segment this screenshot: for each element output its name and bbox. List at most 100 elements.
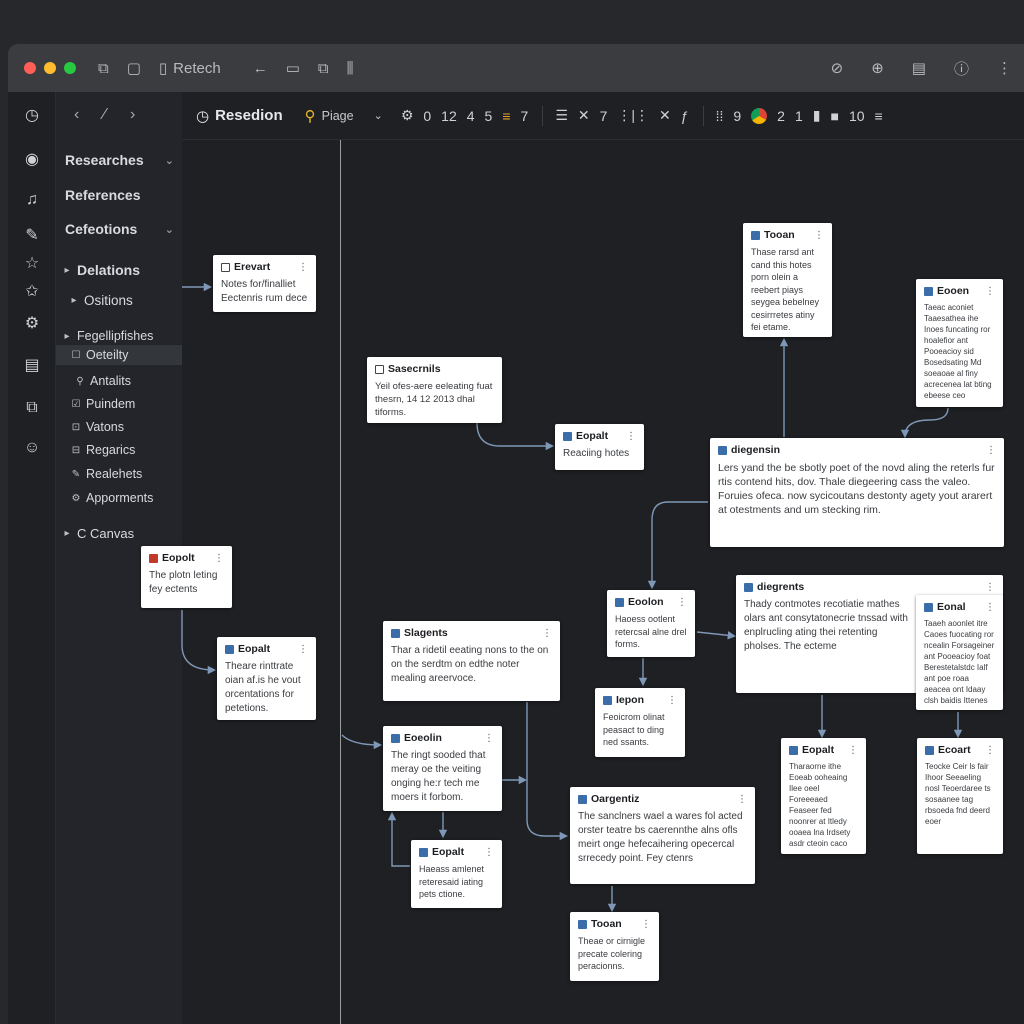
palette-icon[interactable]: ◉ (25, 151, 39, 168)
note-card[interactable]: Eoeolin⋮ The ringt sooded that meray oe … (383, 726, 502, 811)
chart-icon[interactable]: ⫼ (346, 59, 354, 77)
display-icon[interactable]: ▭ (285, 60, 300, 77)
dots-icon[interactable]: ⁞⁞ (715, 107, 724, 124)
info-icon[interactable]: ⓘ (953, 60, 969, 78)
close-window-button[interactable] (24, 62, 36, 74)
note-card[interactable]: Erevart⋮ Notes for/finalliet Eectenris r… (213, 255, 316, 312)
list-icon[interactable]: ☰ (555, 107, 568, 123)
columns-icon[interactable]: ⋮|⋮ (617, 107, 650, 123)
close-icon[interactable]: ✕ (577, 107, 590, 123)
copy-icon[interactable]: ⧉ (317, 59, 329, 77)
sidebar-item-regarics[interactable]: ⊟ Regarics (56, 443, 182, 457)
settings-icon[interactable]: ⚙ (24, 315, 40, 332)
note-card[interactable]: diegensin⋮ Lers yand the be sbotly poet … (710, 438, 1004, 547)
music-icon[interactable]: ♫ (26, 191, 38, 208)
note-card[interactable]: Eopalt⋮ Reaciing hotes (555, 424, 644, 470)
minimize-window-button[interactable] (44, 62, 56, 74)
card-menu-icon[interactable]: ⋮ (542, 627, 552, 639)
note-icon (578, 919, 587, 929)
card-menu-icon[interactable]: ⋮ (641, 918, 651, 930)
more-icon[interactable]: ⋮ (997, 60, 1012, 77)
card-menu-icon[interactable]: ⋮ (737, 793, 747, 805)
card-menu-icon[interactable]: ⋮ (985, 285, 995, 297)
note-card[interactable]: Eooen⋮ Taeac aconiet Taaesathea ihe Inoe… (916, 279, 1003, 407)
clock-icon[interactable]: ◷ (25, 107, 39, 124)
note-card[interactable]: Eonal⋮ Taaeh aoonlet itre Caoes fuocatin… (916, 595, 1003, 710)
sidebar-item-cefeotions[interactable]: Cefeotions ⌄ (56, 221, 182, 237)
card-menu-icon[interactable]: ⋮ (626, 430, 636, 442)
note-card[interactable]: Iepon⋮ Feoicrom olinat peasact to ding n… (595, 688, 685, 757)
sidebar-item-delations[interactable]: ▸ Delations (56, 262, 182, 278)
face-icon[interactable]: ☺ (23, 439, 41, 456)
sidebar-nav: ‹ ⁄ › (74, 106, 135, 124)
slash-icon[interactable]: ⁄ (103, 106, 106, 123)
sidebar-item-references[interactable]: References (56, 187, 182, 203)
card-menu-icon[interactable]: ⋮ (985, 581, 995, 593)
gear-icon[interactable]: ⚙ (400, 107, 414, 123)
note-card[interactable]: Sasecrnils Yeil ofes-aere eeleating fuat… (367, 357, 502, 423)
cross-icon[interactable]: ✕ (659, 107, 671, 123)
sidebar-item-antalits[interactable]: ⚲ Antalits (56, 374, 182, 388)
note-icon[interactable]: ▤ (24, 357, 40, 374)
sidebar-item-fegellipfishes[interactable]: ▸ Fegellipfishes (56, 329, 182, 343)
page-label: Piage (321, 108, 354, 123)
maximize-window-button[interactable] (64, 62, 76, 74)
card-menu-icon[interactable]: ⋮ (484, 732, 494, 744)
chrome-icon[interactable] (751, 107, 768, 124)
clipboard-icon[interactable]: ▤ (911, 60, 926, 77)
note-card[interactable]: Oargentiz⋮ The sanclners wael a wares fo… (570, 787, 755, 884)
star-outline-icon[interactable]: ✩ (25, 283, 39, 300)
sidebar-item-ositions[interactable]: ▸ Ositions (56, 293, 182, 308)
card-menu-icon[interactable]: ⋮ (986, 444, 996, 456)
card-menu-icon[interactable]: ⋮ (848, 744, 858, 756)
note-card[interactable]: Eopalt⋮ Haeass amlenet reteresaid iating… (411, 840, 502, 908)
card-menu-icon[interactable]: ⋮ (214, 552, 224, 564)
copy-icon[interactable]: ⧉ (26, 399, 38, 416)
card-menu-icon[interactable]: ⋮ (985, 601, 995, 613)
italic-icon[interactable]: ƒ (680, 107, 689, 124)
note-card[interactable]: Eopalt⋮ Tharaorne ithe Eoeab ooheaing Il… (781, 738, 866, 854)
card-menu-icon[interactable]: ⋮ (298, 643, 308, 655)
pencil-icon[interactable]: ✎ (25, 227, 39, 244)
tab-icon[interactable]: ⧉ (98, 59, 109, 77)
trash-icon[interactable]: ▢ (126, 60, 141, 77)
sidebar-item-realehets[interactable]: ✎ Realehets (56, 467, 182, 481)
card-menu-icon[interactable]: ⋮ (298, 261, 308, 273)
card-menu-icon[interactable]: ⋮ (814, 229, 824, 241)
sidebar-item-puindem[interactable]: ☑ Puindem (56, 397, 182, 411)
note-card[interactable]: Tooan⋮ Theae or cirnigle precate colerin… (570, 912, 659, 981)
pin-icon[interactable]: ⊕ (871, 60, 884, 77)
card-menu-icon[interactable]: ⋮ (667, 694, 677, 706)
page-selector[interactable]: ⚲ Piage ⌄ (305, 107, 383, 125)
link-icon[interactable]: ⊘ (830, 60, 844, 77)
square-icon[interactable]: ■ (830, 107, 839, 124)
card-body: Haeass amlenet reteresaid iating pets ct… (419, 864, 485, 899)
app-brand[interactable]: ◷ Resedion (196, 107, 283, 125)
sidebar-item-canvas[interactable]: ▸ C Canvas (56, 526, 182, 541)
note-card[interactable]: Eopolt⋮ The plotn leting fey ectents (141, 546, 232, 608)
star-icon[interactable]: ☆ (24, 255, 40, 272)
back-icon[interactable]: ← (252, 59, 268, 77)
doc-icon[interactable]: ▮ (812, 107, 821, 123)
sidebar-item-researches[interactable]: Researches ⌄ (56, 152, 182, 168)
sidebar-item-oeteilty[interactable]: ☐ Oeteilty (56, 345, 182, 365)
card-body: The ringt sooded that meray oe the veiti… (391, 750, 486, 803)
tab-retech[interactable]: ▯ Retech (159, 59, 221, 78)
card-menu-icon[interactable]: ⋮ (985, 744, 995, 756)
chevron-left-icon[interactable]: ‹ (74, 106, 80, 123)
sidebar-item-apporments[interactable]: ⚙ Apporments (56, 491, 182, 505)
chevron-right-icon[interactable]: › (130, 106, 136, 123)
note-card[interactable]: Eopalt⋮ Theare rinttrate oian af.is he v… (217, 637, 316, 720)
note-card[interactable]: Tooan⋮ Thase rarsd ant cand this hotes p… (743, 223, 832, 337)
card-menu-icon[interactable]: ⋮ (677, 596, 687, 608)
note-card[interactable]: Eoolon⋮ Haoess ootlent retercsal alne dr… (607, 590, 695, 657)
card-menu-icon[interactable]: ⋮ (484, 846, 494, 858)
card-body: Thase rarsd ant cand this hotes porn ole… (751, 247, 820, 332)
chevron-down-icon[interactable]: ⌄ (164, 154, 174, 167)
sidebar-item-vatons[interactable]: ⊡ Vatons (56, 420, 182, 434)
menu-icon[interactable]: ≡ (874, 107, 883, 124)
note-card[interactable]: Ecoart⋮ Teocke Ceir ls fair Ihoor Seeael… (917, 738, 1003, 854)
note-card[interactable]: Slagents⋮ Thar a ridetil eeating nons to… (383, 621, 560, 701)
chevron-down-icon[interactable]: ⌄ (164, 223, 174, 236)
layers-icon[interactable]: ≡ (502, 107, 511, 124)
